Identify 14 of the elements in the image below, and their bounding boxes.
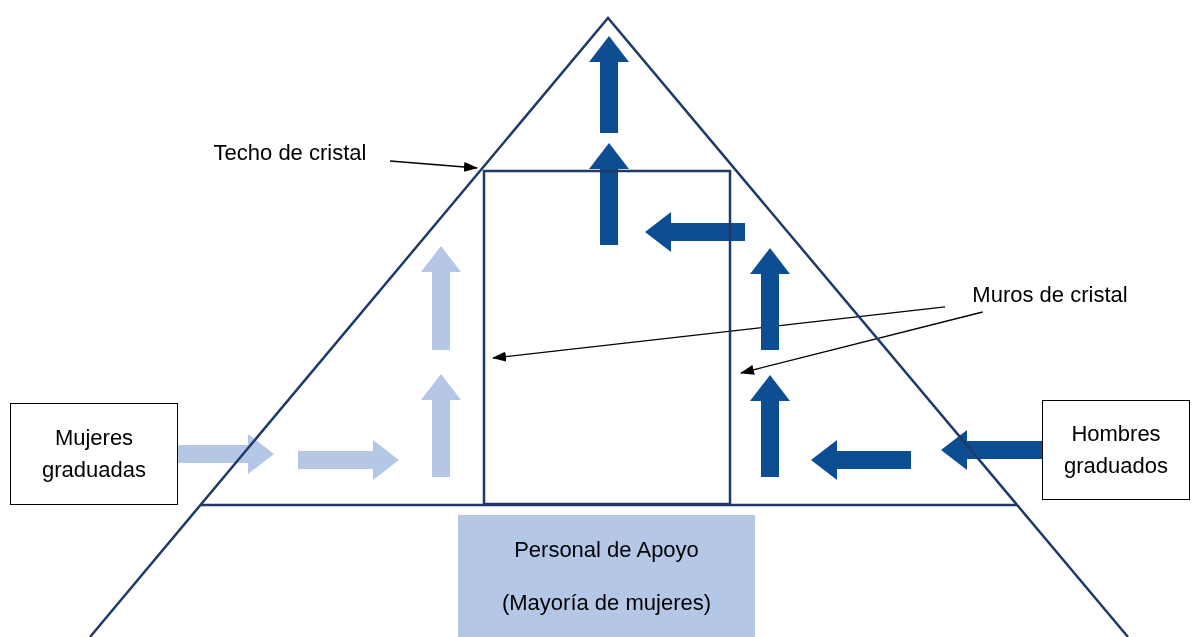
box-text: Mujeres graduadas (41, 424, 147, 484)
callout-label: Muros de cristal (972, 281, 1128, 310)
label-box (10, 403, 178, 505)
box-text: Personal de Apoyo (514, 535, 699, 564)
block-arrow (941, 430, 1042, 470)
leader-line (389, 160, 478, 172)
box-text: (Mayoría de mujeres) (501, 588, 712, 617)
box-text: Hombres graduados (1063, 420, 1169, 480)
support-staff-box (458, 515, 755, 637)
callout-label: Techo de cristal (213, 139, 367, 168)
block-arrow (178, 434, 274, 474)
leader-line (740, 311, 984, 375)
label-box (1042, 400, 1190, 500)
leader-line (492, 306, 946, 362)
